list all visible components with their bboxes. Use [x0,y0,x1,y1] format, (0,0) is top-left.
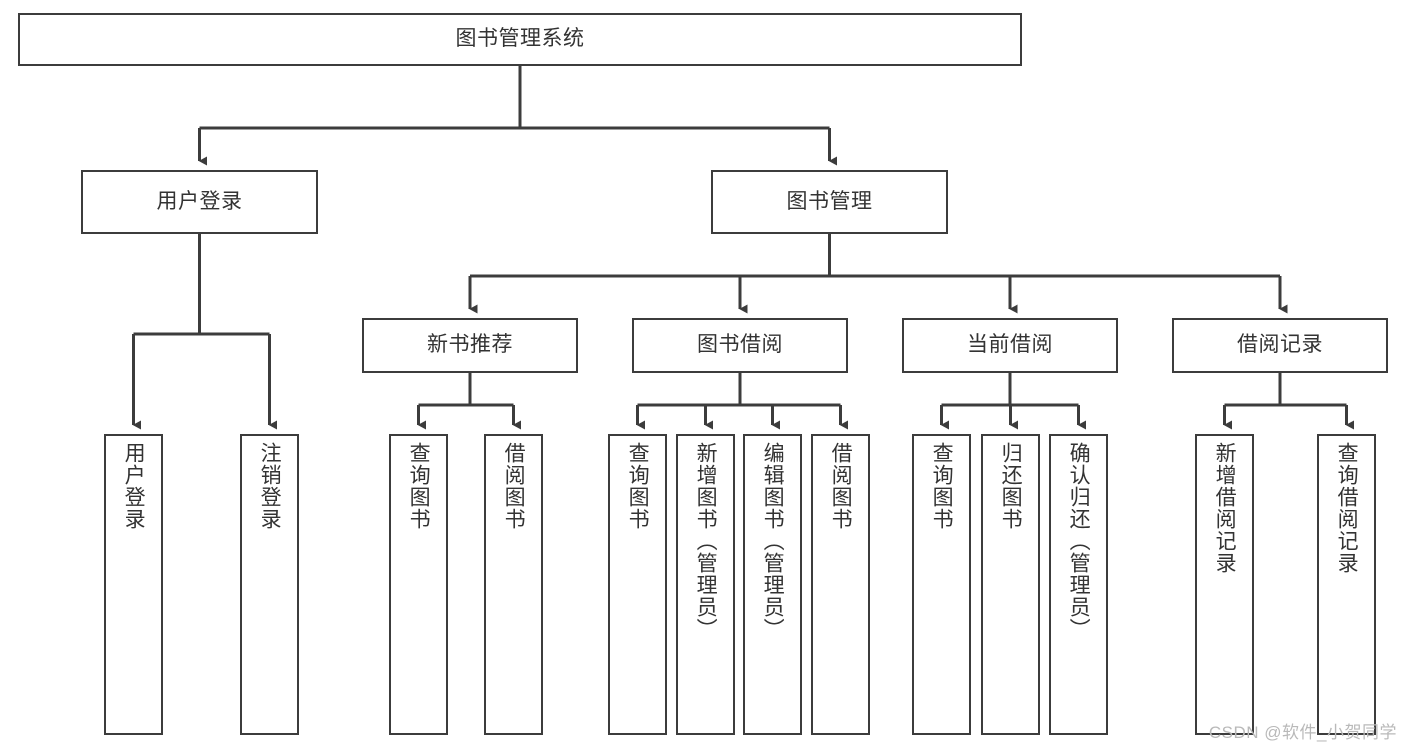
watermark-csdn: CSDN @软件_小贺同学 [1208,723,1397,742]
node-book-manage-label: 图书管理 [786,189,873,213]
node-leaf-edit-book[interactable]: 编辑图书（管理员） [743,434,802,735]
node-root[interactable]: 图书管理系统 [18,13,1022,66]
node-leaf-query-book-3[interactable]: 查询图书 [912,434,971,735]
node-leaf-edit-book-label: 编辑图书（管理员） [761,442,785,640]
node-leaf-add-book-label: 新增图书（管理员） [694,442,718,640]
node-book-borrow-label: 图书借阅 [697,333,783,357]
node-user-login-label: 用户登录 [156,189,243,213]
node-leaf-user-logout-label: 注销登录 [258,442,282,530]
node-new-book-recommend[interactable]: 新书推荐 [362,318,578,373]
node-leaf-confirm-return[interactable]: 确认归还（管理员） [1049,434,1108,735]
node-leaf-query-book-1[interactable]: 查询图书 [389,434,448,735]
node-leaf-query-book-2[interactable]: 查询图书 [608,434,667,735]
node-leaf-return-book[interactable]: 归还图书 [981,434,1040,735]
node-leaf-query-record[interactable]: 查询借阅记录 [1317,434,1376,735]
node-leaf-return-book-label: 归还图书 [999,442,1023,530]
node-leaf-borrow-book-1[interactable]: 借阅图书 [484,434,543,735]
node-new-book-recommend-label: 新书推荐 [427,333,513,357]
node-leaf-add-book[interactable]: 新增图书（管理员） [676,434,735,735]
node-borrow-record-label: 借阅记录 [1237,333,1323,357]
node-leaf-borrow-book-2[interactable]: 借阅图书 [811,434,870,735]
node-leaf-query-book-1-label: 查询图书 [407,442,431,530]
node-leaf-add-record[interactable]: 新增借阅记录 [1195,434,1254,735]
node-current-borrow[interactable]: 当前借阅 [902,318,1118,373]
node-root-label: 图书管理系统 [455,27,585,51]
node-borrow-record[interactable]: 借阅记录 [1172,318,1388,373]
node-user-login[interactable]: 用户登录 [81,170,318,234]
node-leaf-user-login-label: 用户登录 [122,442,146,530]
node-book-manage[interactable]: 图书管理 [711,170,948,234]
node-current-borrow-label: 当前借阅 [967,333,1053,357]
node-leaf-user-logout[interactable]: 注销登录 [240,434,299,735]
node-leaf-query-book-2-label: 查询图书 [626,442,650,530]
node-leaf-query-book-3-label: 查询图书 [930,442,954,530]
node-leaf-add-record-label: 新增借阅记录 [1213,442,1237,574]
node-leaf-borrow-book-1-label: 借阅图书 [502,442,526,530]
node-leaf-borrow-book-2-label: 借阅图书 [829,442,853,530]
node-book-borrow[interactable]: 图书借阅 [632,318,848,373]
node-leaf-query-record-label: 查询借阅记录 [1335,442,1359,574]
node-leaf-user-login[interactable]: 用户登录 [104,434,163,735]
node-leaf-confirm-return-label: 确认归还（管理员） [1067,442,1091,640]
